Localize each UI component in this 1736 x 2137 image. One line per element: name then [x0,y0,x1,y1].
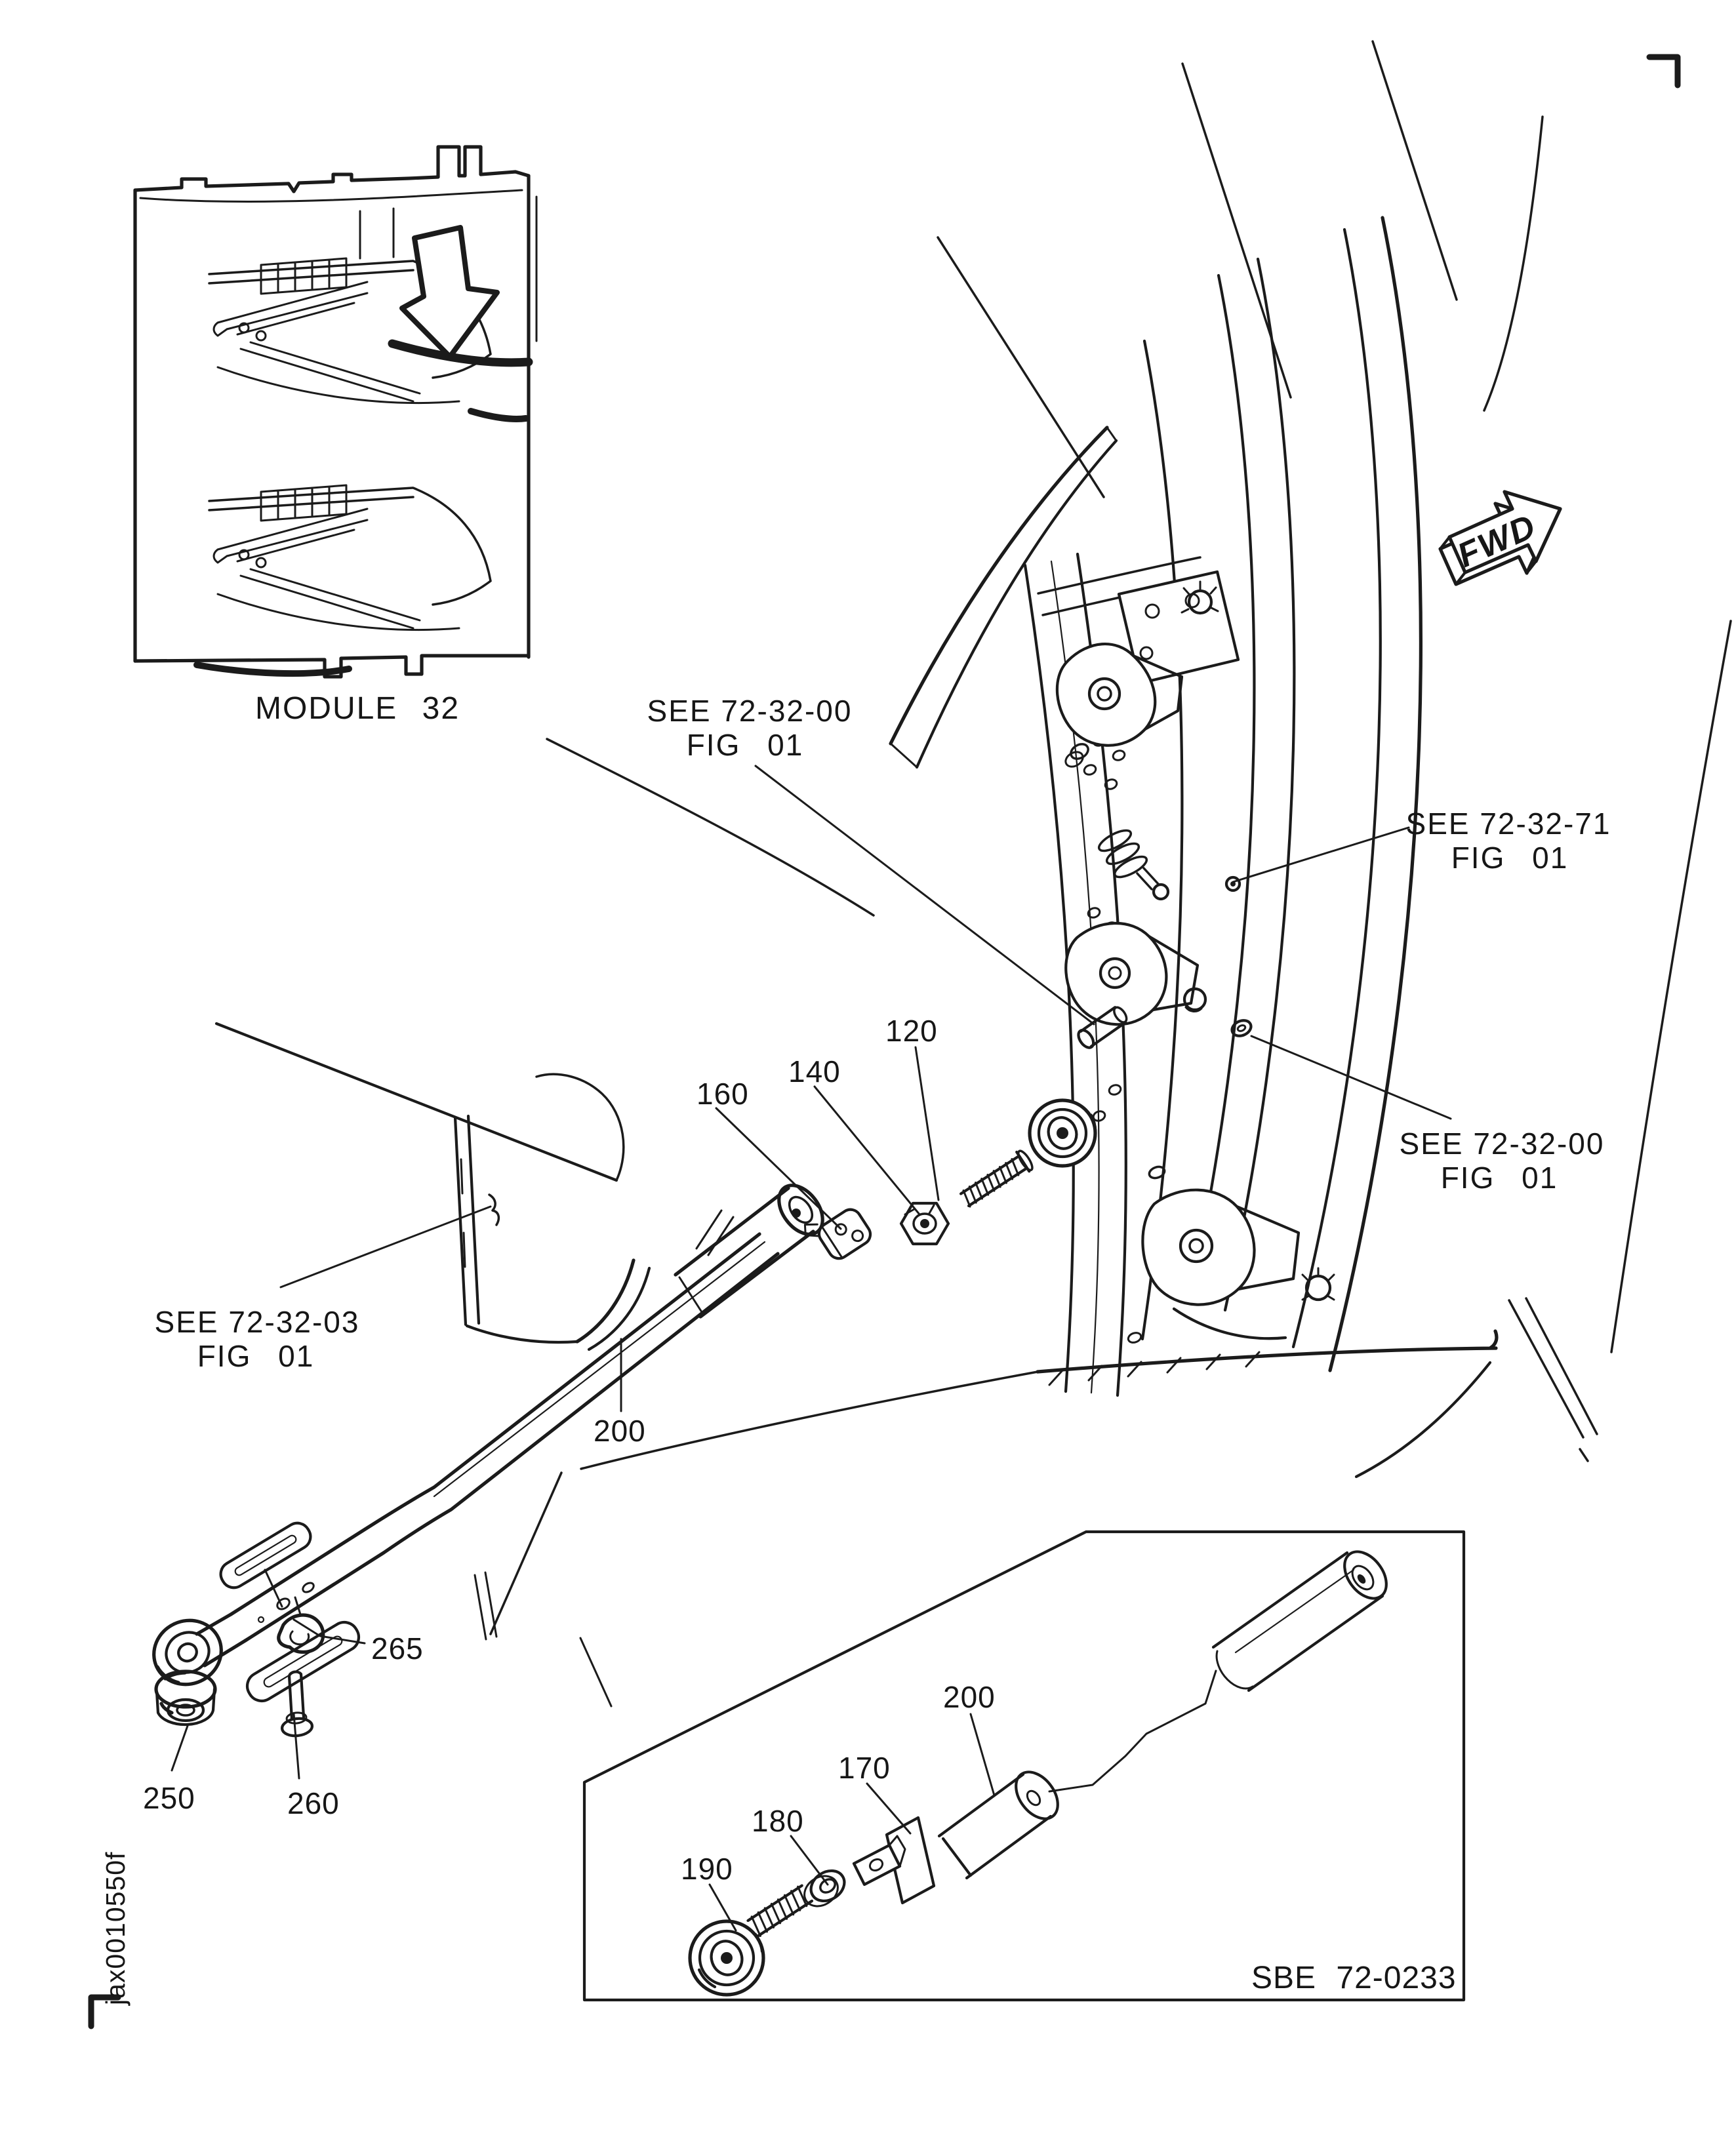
main-illustration: FWD SEE 72-32-00 FIG 01 SEE 72-32-71 FIG… [143,40,1732,1820]
callout-line: SEE 72-32-03 [155,1305,360,1339]
fwd-arrow-icon: FWD [1438,490,1562,586]
part-label-260: 260 [287,1786,340,1820]
top-panel-lines [546,40,1732,1462]
grommet [1230,1019,1253,1037]
nut [899,1201,950,1246]
tab-washer [803,1208,872,1260]
part-label-200: 200 [594,1414,646,1448]
inset-leader-lines [708,1713,996,1932]
inset-rod-end-bearing [688,1884,814,1997]
inset-rod-cylinder [1211,1550,1388,1692]
part-label-170: 170 [838,1751,891,1785]
latch-slat [453,1114,481,1327]
break-marks [695,1209,735,1256]
callout-ref-left: SEE 72-32-03 FIG 01 [155,1305,360,1373]
mesh-panel [889,426,1118,769]
module-inset-caption: MODULE 32 [255,691,460,726]
cowl-left [214,1022,651,1351]
part-label-190: 190 [681,1852,733,1886]
bracket-cluster-bottom [1141,1165,1335,1340]
callout-line: FIG 01 [197,1339,315,1373]
bottom-left-corner-mark [88,1994,121,2029]
callout-line: FIG 01 [687,728,804,762]
module-inset-border [133,145,538,679]
engine-case-arcs [474,216,1499,1708]
retainer-clip [277,1596,325,1654]
callout-line: SEE 72-32-00 [647,694,853,728]
callout-ref-right-lower: SEE 72-32-00 FIG 01 [1400,1127,1605,1195]
inset-rod-tube [937,1669,1217,1880]
callout-line: FIG 01 [1441,1161,1558,1195]
callout-line: SEE 72-32-00 [1400,1127,1605,1161]
part-label-160: 160 [696,1077,749,1111]
part-label-180: 180 [752,1804,804,1838]
corner-marks [88,54,1681,2029]
figure-code: SBE 72-0233 [1251,1961,1457,1995]
module-inset: MODULE 32 [133,145,538,726]
bolt-head [1187,589,1213,615]
part-label-250: 250 [143,1781,195,1815]
bracket-cluster-top [1055,570,1240,768]
callout-ref-top: SEE 72-32-00 FIG 01 [647,694,853,762]
part-label-120: 120 [885,1014,938,1048]
leader-lines [171,765,1452,1780]
part-label-265: 265 [371,1631,424,1666]
lower-attach-hardware [154,1521,361,1738]
inset-key-washer [852,1816,936,1905]
bolt-head [1304,1274,1332,1302]
part-label-140: 140 [788,1054,841,1088]
callout-ref-right-upper: SEE 72-32-71 FIG 01 [1406,807,1611,875]
retainer-strap [219,1521,312,1589]
detail-inset: 190 180 170 200 SBE 72-0233 [582,1530,1466,2002]
detail-inset-box [582,1530,1466,2002]
ball-stud [1224,875,1241,892]
attach-pin [1077,1006,1128,1049]
callout-line: FIG 01 [1451,841,1569,875]
inset-part-labels: 190 180 170 200 [681,1680,996,1886]
rod-hardware [803,1098,1097,1260]
callouts: SEE 72-32-00 FIG 01 SEE 72-32-71 FIG 01 … [155,694,1611,1373]
control-rod [152,1184,824,1687]
rod-tube-end [674,1186,815,1319]
rod-end-bearing [959,1098,1097,1208]
bolt [280,1670,314,1738]
bushing [154,1669,217,1727]
doc-id: jax0010550f [100,1852,131,2006]
module-location-arrow-icon [399,225,500,359]
leader-tick [488,1193,500,1226]
part-label-200: 200 [943,1680,996,1714]
part-labels: 160 140 120 200 265 250 260 [143,1014,938,1820]
callout-line: SEE 72-32-71 [1406,807,1611,841]
bracket-cluster-middle [1064,829,1241,1049]
module-inset-drawing [208,207,533,631]
top-right-corner-mark [1646,54,1681,89]
